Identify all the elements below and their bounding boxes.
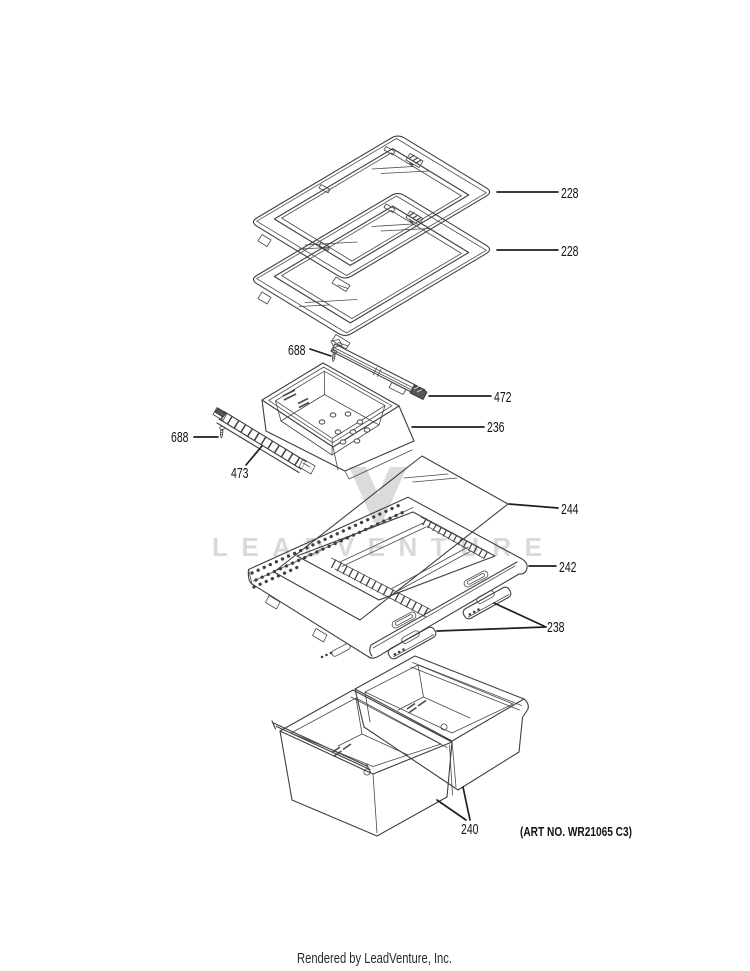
callout-label-238: 238	[547, 620, 565, 636]
callout-label-244: 244	[561, 502, 579, 518]
art-number: (ART NO. WR21065 C3)	[520, 824, 632, 839]
crisper-shelf-frame	[247, 496, 528, 659]
callout-shelf-lower: 228	[496, 244, 579, 260]
callout-label-236: 236	[487, 420, 505, 436]
callout-drawer: 236	[411, 420, 505, 436]
crisper-drawer-left	[271, 689, 453, 837]
drawer-trim-insert-right	[458, 581, 514, 622]
callout-shelf-upper: 228	[496, 186, 579, 202]
frame-slot-c	[331, 643, 351, 657]
callout-label-472: 472	[494, 390, 512, 406]
callout-rail-front: 473	[231, 445, 263, 482]
leadventure-watermark: LEADVENTURE	[212, 467, 542, 562]
callout-shelf-frame: 242	[528, 560, 577, 576]
callout-label-688-left: 688	[171, 430, 189, 446]
drawer-slide-rail-front	[212, 407, 316, 475]
drawer-embossed-text	[406, 699, 427, 714]
screw-688-left	[218, 425, 225, 439]
callout-label-242: 242	[559, 560, 577, 576]
callout-drawers: 240	[436, 786, 479, 838]
callout-label-228-lower: 228	[561, 244, 579, 260]
callout-trim: 238	[436, 602, 565, 636]
callout-rail-right: 472	[428, 390, 512, 406]
callout-label-228-upper: 228	[561, 186, 579, 202]
callout-label-473: 473	[231, 466, 249, 482]
callouts: 228 228 688 472 236 688 473 244	[171, 186, 579, 838]
glass-shelf-lower	[252, 192, 491, 350]
crisper-cover-glass	[273, 455, 509, 621]
drawer-embossed-text	[282, 389, 310, 409]
frame-slot-b	[391, 611, 417, 629]
drawer-slide-rail-right	[330, 339, 428, 400]
crisper-drawer-right	[354, 655, 529, 791]
leadventure-logo-icon	[349, 467, 407, 523]
drawer-embossed-text	[331, 743, 352, 758]
callout-label-240: 240	[461, 822, 479, 838]
callout-screw-top: 688	[288, 343, 332, 359]
snack-drawer-pan	[261, 362, 415, 480]
callout-glass-cover: 244	[508, 502, 579, 518]
callout-screw-left: 688	[171, 430, 219, 446]
drawer-trim-insert-left	[383, 621, 439, 662]
frame-slot-a	[463, 570, 489, 588]
footer-credit: Rendered by LeadVenture, Inc.	[297, 951, 452, 967]
callout-label-688-top: 688	[288, 343, 306, 359]
